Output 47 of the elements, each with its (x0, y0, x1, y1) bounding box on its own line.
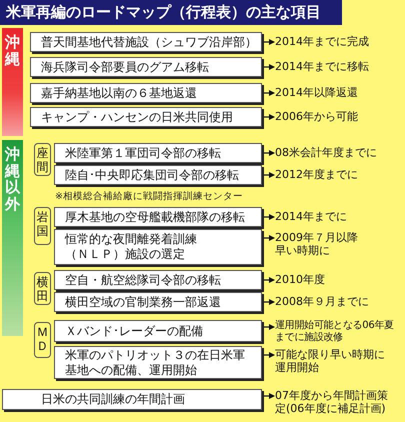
schedule-text: 2009年７月以降早い時期に (275, 231, 363, 257)
arrow (264, 393, 275, 399)
schedule-text: 2008年９月までに (275, 295, 403, 308)
arrow (264, 299, 275, 305)
schedule-text: 2010年度 (275, 273, 403, 286)
item-box: キャンプ・ハンセンの日米共同使用 (30, 107, 262, 127)
item-box: 嘉手納基地以南の６基地返還 (30, 83, 262, 103)
schedule-text: 可能な限り早い時期に運用開始 (275, 348, 387, 374)
item-box: 日米の共同訓練の年間計画 (2, 389, 262, 410)
arrow (264, 90, 275, 96)
arrow (264, 150, 275, 156)
item-box: 米陸軍第１軍団司令部の移転 (54, 143, 262, 163)
arrow (264, 324, 275, 330)
schedule-text: 07年度から年間計画策定(06年度に補足計画) (275, 389, 390, 415)
arrow (264, 235, 275, 241)
arrow (264, 64, 275, 70)
schedule-text: 2006年から可能 (275, 110, 403, 123)
item-box: 海兵隊司令部要員のグアム移転 (30, 57, 262, 77)
arrow (264, 277, 275, 283)
title-bar: 米軍再編のロードマップ（行程表）の主な項目 (0, 0, 342, 25)
item-box: 横田空域の官制業務一部返還 (54, 292, 262, 312)
item-box: 米軍のパトリオット３の在日米軍基地への配備、運用開始 (54, 346, 262, 379)
note-text: ※相模総合補給廠に戦闘指揮訓練センター (55, 190, 243, 203)
item-box: 陸自･中央即応集団司令部の移転 (54, 165, 262, 185)
arrow (264, 172, 275, 178)
item-box: 厚木基地の空母艦載機部隊の移転 (54, 207, 262, 227)
group-bracket: ＭＤ (34, 322, 51, 358)
item-box: Ｘバンド･レーダーの配備 (54, 320, 262, 342)
arrow (264, 39, 275, 45)
schedule-text: 2014年までに完成 (275, 35, 403, 48)
schedule-text: 08米会計年度までに (275, 146, 403, 159)
item-box: 普天間基地代替施設（シュワブ沿岸部） (30, 32, 262, 52)
region-band: 沖縄以外 (2, 140, 23, 336)
arrow (264, 114, 275, 120)
group-bracket: 座間 (34, 143, 51, 176)
arrow (264, 352, 275, 358)
schedule-text: 2014年以降返還 (275, 86, 403, 99)
region-band: 沖縄 (2, 28, 23, 136)
schedule-text: 2014年までに (275, 210, 403, 223)
item-box: 恒常的な夜間離発着訓練（ＮＬＰ）施設の選定 (54, 229, 262, 265)
item-box: 空自・航空総隊司令部の移転 (54, 270, 262, 290)
schedule-text: 運用開始可能となる06年夏までに施設改修 (275, 320, 401, 344)
group-bracket: 横田 (34, 272, 51, 305)
schedule-text: 2012年度までに (275, 168, 403, 181)
arrow (264, 214, 275, 220)
schedule-text: 2014年までに移転 (275, 60, 403, 73)
group-bracket: 岩国 (34, 207, 51, 245)
